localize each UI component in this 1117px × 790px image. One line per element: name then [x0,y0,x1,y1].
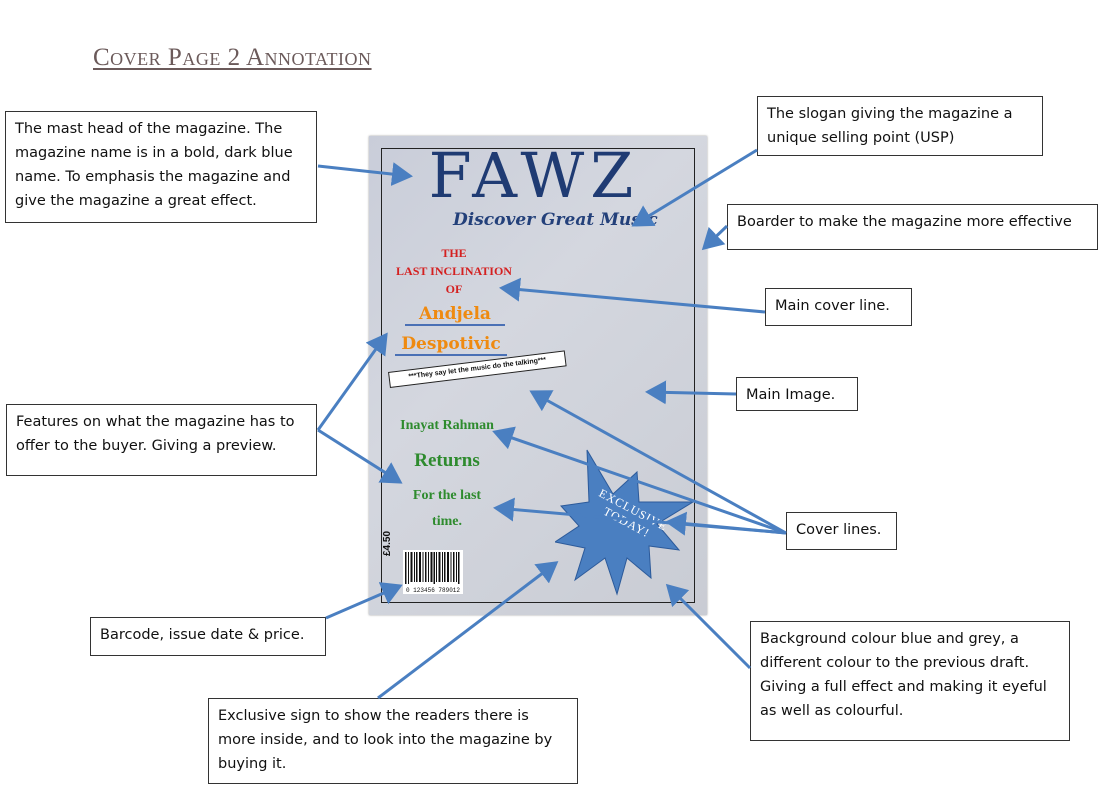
note-cover-lines: Cover lines. [786,512,897,550]
magazine-cover: FAWZ Discover Great Music THE LAST INCLI… [369,136,707,615]
note-masthead: The mast head of the magazine. The magaz… [5,111,317,223]
slogan: Discover Great Music [453,210,658,230]
main-cover-line-2: LAST INCLINATION [396,264,512,278]
cover-line-time: time. [432,514,462,529]
barcode-icon [405,552,460,584]
main-cover-line-3: OF [445,282,463,296]
page-title: Cover Page 2 Annotation [93,44,372,71]
note-barcode: Barcode, issue date & price. [90,617,326,656]
arrow-border [701,224,729,251]
note-exclusive: Exclusive sign to show the readers there… [208,698,578,784]
main-cover-line-1: THE [441,246,467,260]
exclusive-starburst: EXCLUSIVE TODAY! [553,446,695,596]
feature-name-first: Andjela [405,304,505,326]
note-border: Boarder to make the magazine more effect… [727,204,1098,250]
note-main-cover-line: Main cover line. [765,288,912,326]
cover-line-returns: Returns [414,450,480,471]
note-main-image: Main Image. [736,377,858,411]
note-features: Features on what the magazine has to off… [6,404,317,476]
barcode-number: 0 123456 789012 [405,587,460,594]
cover-line-for-the-last: For the last [412,488,482,503]
barcode: 0 123456 789012 [403,550,463,594]
masthead: FAWZ [428,139,640,212]
price-label: £4.50 [382,530,393,556]
cover-line-name: Inayat Rahman [400,418,494,433]
feature-name-last: Despotivic [395,334,507,356]
note-slogan: The slogan giving the magazine a unique … [757,96,1043,156]
note-background: Background colour blue and grey, a diffe… [750,621,1070,741]
